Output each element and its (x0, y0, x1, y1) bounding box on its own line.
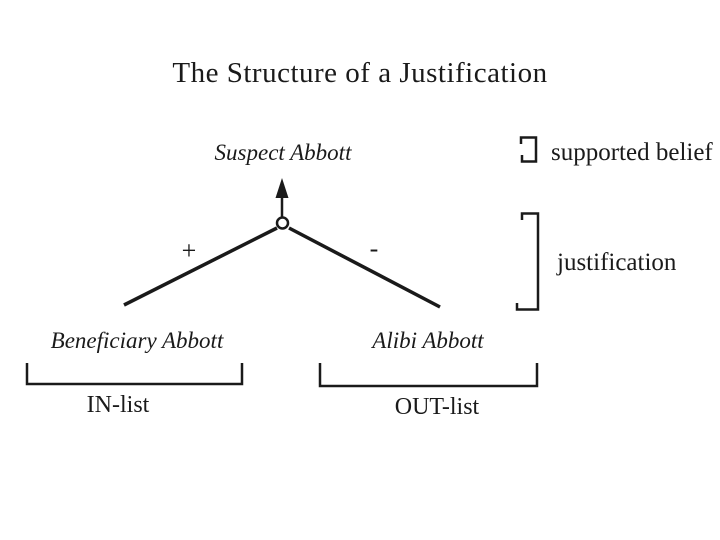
out-list-bracket (318, 363, 539, 388)
in-list-annotation: IN-list (86, 392, 150, 418)
minus-edge-label: - (369, 234, 379, 263)
node-label-suspect-abbott: Suspect Abbott (214, 140, 352, 165)
page-title: The Structure of a Justification (172, 57, 548, 89)
junction-circle (275, 216, 290, 230)
out-edge-line (288, 226, 441, 309)
supported-belief-bracket (519, 136, 538, 163)
node-label-alibi-abbott: Alibi Abbott (372, 328, 484, 353)
in-edge-line (123, 226, 278, 307)
support-arrowhead-icon (275, 178, 289, 198)
node-label-beneficiary-abbott: Beneficiary Abbott (50, 328, 224, 353)
justification-bracket (515, 212, 540, 311)
justification-annotation: justification (557, 249, 677, 276)
out-list-annotation: OUT-list (394, 394, 480, 420)
in-list-bracket (25, 363, 244, 386)
supported-belief-annotation: supported belief (551, 139, 713, 166)
plus-edge-label: + (181, 236, 197, 265)
